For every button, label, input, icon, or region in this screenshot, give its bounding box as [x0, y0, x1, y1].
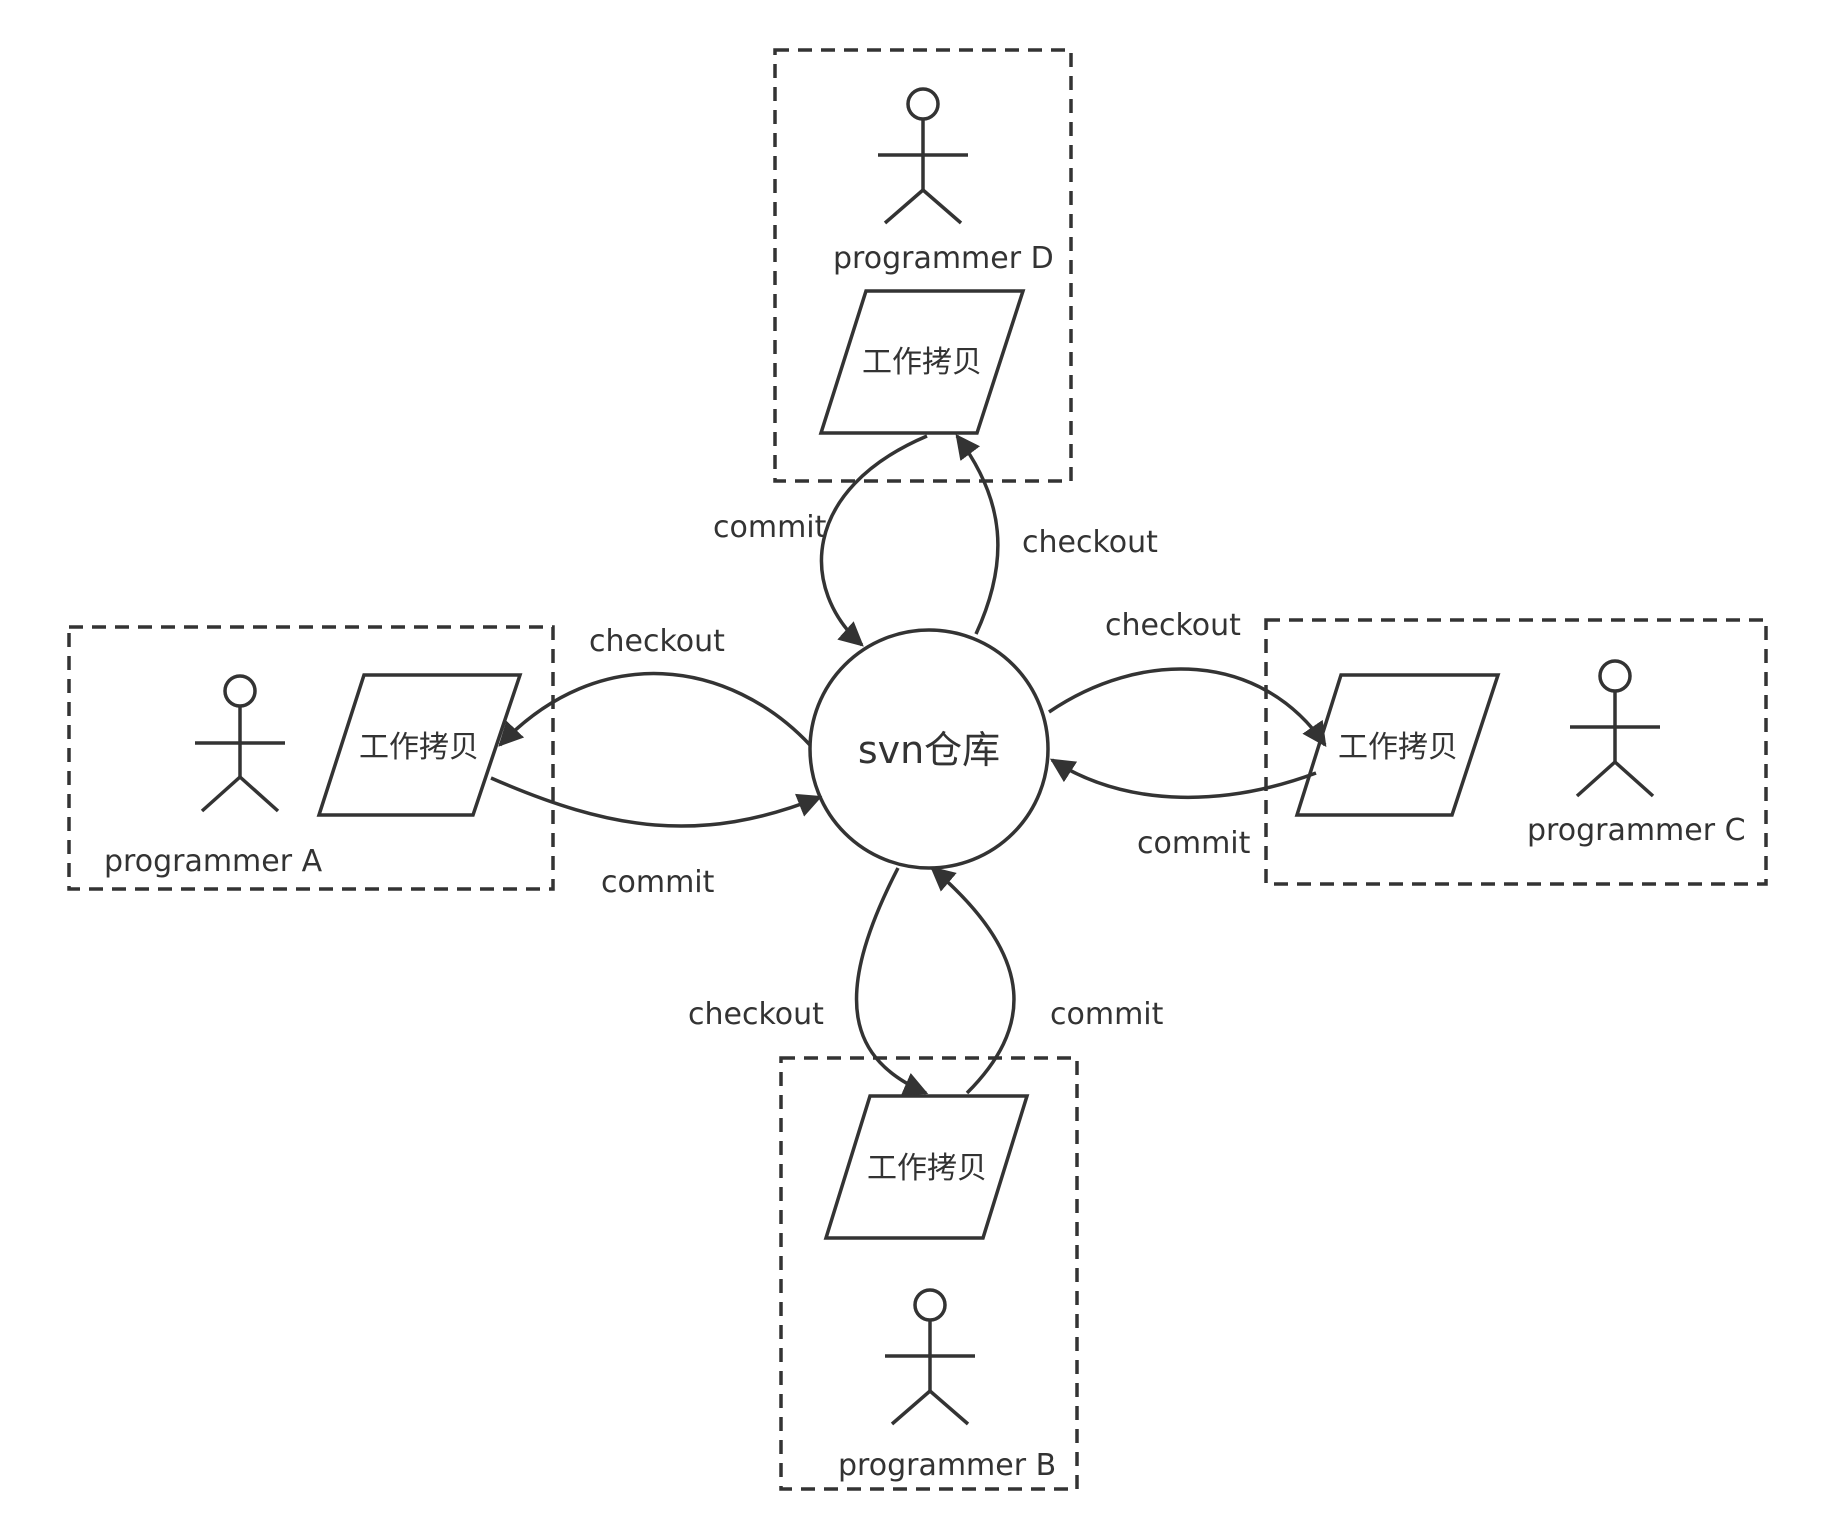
actor-icon [885, 1288, 975, 1426]
group-programmer-d: programmer D 工作拷贝 [773, 48, 1073, 483]
group-programmer-a: programmer A 工作拷贝 [67, 625, 555, 891]
edge-label-checkout-b: checkout [688, 997, 824, 1032]
working-copy-d-label: 工作拷贝 [862, 345, 982, 380]
edge-label-commit-d: commit [713, 510, 827, 545]
edge-commit-b-to-repo [930, 866, 1016, 1095]
svn-repository: svn仓库 [808, 628, 1050, 870]
working-copy-b: 工作拷贝 [823, 1094, 1030, 1240]
group-programmer-b: 工作拷贝 programmer B [779, 1056, 1079, 1491]
repository-label: svn仓库 [858, 728, 1000, 772]
edge-commit-a-to-repo [490, 776, 823, 828]
programmer-d-label: programmer D [833, 241, 1054, 276]
working-copy-a: 工作拷贝 [316, 673, 523, 817]
working-copy-c-label: 工作拷贝 [1338, 730, 1458, 765]
edge-label-checkout-a: checkout [589, 624, 725, 659]
actor-icon [1570, 659, 1660, 798]
programmer-b-label: programmer B [838, 1448, 1056, 1483]
edge-label-commit-a: commit [601, 865, 715, 900]
group-programmer-c: programmer C 工作拷贝 [1264, 618, 1768, 886]
edge-label-commit-b: commit [1050, 997, 1164, 1032]
actor-icon [195, 674, 285, 813]
edge-checkout-d-to-wc [955, 434, 1000, 635]
group-d-frame [773, 48, 1073, 483]
group-b-frame [779, 1056, 1079, 1491]
working-copy-c: 工作拷贝 [1294, 673, 1501, 817]
programmer-c-label: programmer C [1527, 813, 1746, 848]
group-a-frame [67, 625, 555, 891]
working-copy-a-label: 工作拷贝 [359, 730, 479, 765]
edge-label-checkout-c: checkout [1105, 608, 1241, 643]
working-copy-b-label: 工作拷贝 [867, 1151, 987, 1186]
edge-checkout-b-to-wc [854, 867, 929, 1096]
edge-commit-c-to-repo [1049, 758, 1317, 800]
edge-checkout-c-to-wc [1048, 667, 1327, 748]
working-copy-d: 工作拷贝 [818, 289, 1026, 435]
edge-commit-d-to-repo [819, 434, 928, 647]
actor-icon [878, 87, 968, 225]
edge-label-checkout-d: checkout [1022, 525, 1158, 560]
programmer-a-label: programmer A [104, 844, 323, 879]
edge-checkout-a-to-wc [498, 671, 812, 747]
group-c-frame [1264, 618, 1768, 886]
edge-label-commit-c: commit [1137, 826, 1251, 861]
